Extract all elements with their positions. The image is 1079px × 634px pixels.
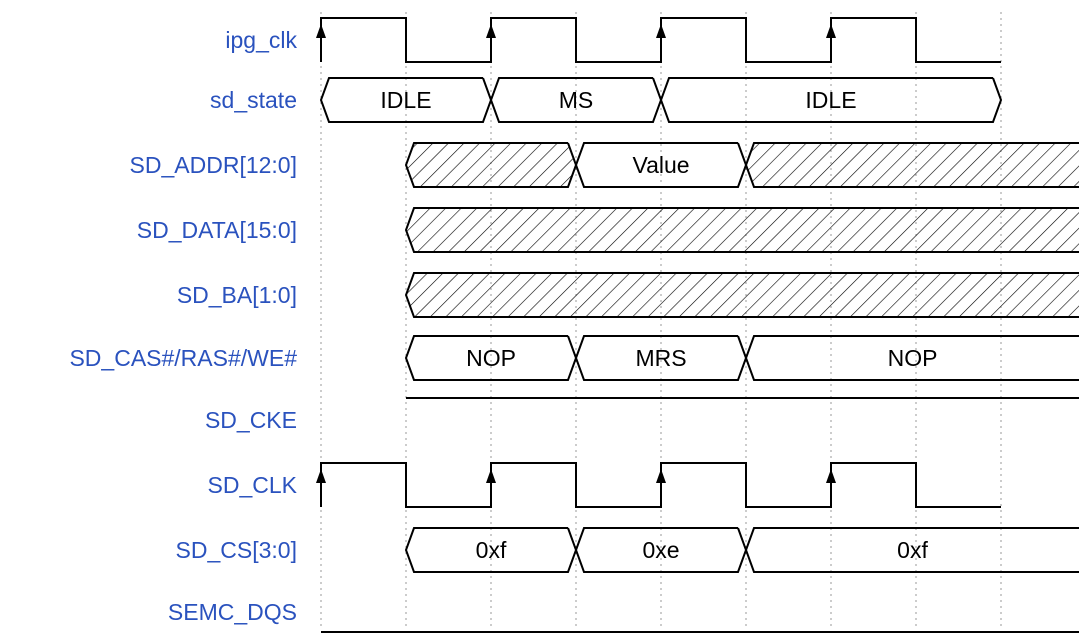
waveform-ipg-clk — [316, 17, 1001, 63]
bus-segment-outline — [744, 335, 1079, 381]
rising-edge-arrow-icon — [486, 469, 496, 483]
rising-edge-arrow-icon — [316, 469, 326, 483]
rising-edge-arrow-icon — [656, 24, 666, 38]
hatch-fill — [406, 208, 1079, 252]
bus-value-label: NOP — [466, 345, 516, 371]
waveform-sd-data-15-0 — [404, 207, 1079, 253]
bus-value-label: 0xf — [897, 537, 928, 563]
bus-value-label: MRS — [635, 345, 686, 371]
clock-waveform — [320, 462, 1001, 508]
rising-edge-arrow-icon — [486, 24, 496, 38]
signal-label-semc-dqs: SEMC_DQS — [168, 599, 297, 625]
rising-edge-arrow-icon — [826, 24, 836, 38]
bus-segment-outline — [744, 142, 1079, 188]
bus-value-label: Value — [632, 152, 689, 178]
waveform-sd-cas-ras-we: NOP MRS NOP — [404, 335, 1079, 381]
bus-value-label: IDLE — [380, 87, 431, 113]
waveform-sd-addr-12-0: Value — [404, 142, 1079, 188]
bus-segment-outline — [404, 272, 1079, 318]
waveform-sd-state: IDLE MS IDLE — [319, 77, 1003, 123]
bus-value-label: 0xe — [642, 537, 679, 563]
signal-label-sd-clk: SD_CLK — [208, 472, 298, 498]
rising-edge-arrow-icon — [316, 24, 326, 38]
clock-waveform — [320, 17, 1001, 63]
bus-value-label: NOP — [888, 345, 938, 371]
gridlines — [320, 12, 1002, 628]
signal-label-sd-cke: SD_CKE — [205, 407, 297, 433]
hatch-fill — [746, 143, 1079, 187]
signal-label-sd-state: sd_state — [210, 87, 297, 113]
signal-label-sd-cas-ras-we: SD_CAS#/RAS#/WE# — [69, 345, 297, 371]
signal-label-sd-addr-12-0: SD_ADDR[12:0] — [130, 152, 297, 178]
hatch-fill — [406, 273, 1079, 317]
waveform-sd-ba-1-0 — [404, 272, 1079, 318]
bus-value-label: IDLE — [805, 87, 856, 113]
signal-label-sd-ba-1-0: SD_BA[1:0] — [177, 282, 297, 308]
bus-segment-outline — [404, 207, 1079, 253]
bus-segment-outline — [744, 527, 1079, 573]
hatch-fill — [406, 143, 576, 187]
bus-value-label: 0xf — [476, 537, 507, 563]
signal-label-sd-data-15-0: SD_DATA[15:0] — [137, 217, 297, 243]
rising-edge-arrow-icon — [656, 469, 666, 483]
signal-label-sd-cs-3-0: SD_CS[3:0] — [176, 537, 297, 563]
signal-label-ipg-clk: ipg_clk — [225, 27, 297, 53]
rising-edge-arrow-icon — [826, 469, 836, 483]
waveform-sd-clk — [316, 462, 1001, 508]
bus-segment-outline — [659, 77, 1003, 123]
bus-value-label: MS — [559, 87, 594, 113]
waveform-sd-cs-3-0: 0xf 0xe 0xf — [404, 527, 1079, 573]
